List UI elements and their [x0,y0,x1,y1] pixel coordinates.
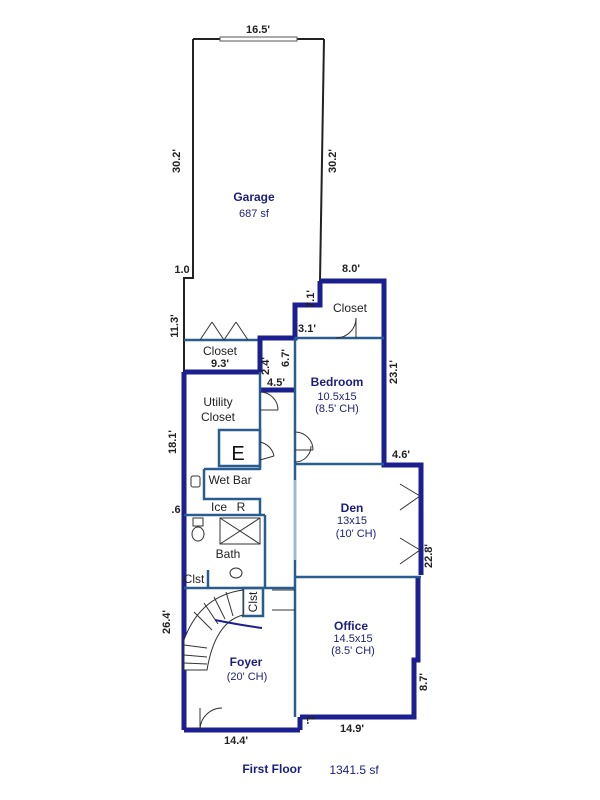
den-label: Den [341,501,364,515]
ice-label: Ice [211,500,227,514]
office-size: 14.5x15 [333,633,372,645]
sink [229,567,243,579]
closet-mid-label: Closet [203,344,238,358]
dim-left-18-1: 18.1' [167,430,179,454]
dim-closet-top-height: 7.1' [305,290,317,308]
utility-label-1: Utility [203,395,232,409]
dim-bottom-1: 1. [304,715,316,724]
closet-mid-dim: 9.3' [211,358,229,370]
wet-bar-label: Wet Bar [208,473,251,487]
den-ceiling: (10' CH) [336,528,377,540]
dim-step-3-1: 3.1' [298,323,316,335]
bedroom-label: Bedroom [311,375,364,389]
dim-den-right: 22.8' [423,544,435,568]
toilet [191,526,205,542]
dim-garage-left: 30.2' [171,149,183,173]
dim-left-26-4: 26.4' [161,610,173,634]
garage-label: Garage [233,190,275,204]
den-size: 13x15 [337,515,367,527]
dim-step-1-0: 1.0 [174,264,189,276]
total-area: 1341.5 sf [329,763,379,777]
dim-small-6: .6 [171,504,180,516]
clst-left-label: Clst [184,572,205,586]
closet-top-label: Closet [333,301,368,315]
garage-right-wall [319,38,325,282]
foyer-ceiling: (20' CH) [227,671,268,683]
garage-left-wall [183,39,194,372]
garage-door [219,36,298,42]
shower [219,517,261,545]
dim-step-4-5: 4.5' [267,377,285,389]
dim-closet-top-width: 8.0' [342,263,360,275]
electrical-panel-room [217,428,262,468]
staircase [183,589,263,671]
bedroom-size: 10.5x15 [317,391,356,403]
floor-title: First Floor [242,762,302,776]
dim-garage-top: 16.5' [246,24,270,36]
dim-step-6-7: 6.7' [280,349,292,367]
bath-label: Bath [216,547,241,561]
electrical-label: E [231,443,244,465]
office-ceiling: (8.5' CH) [331,645,375,657]
closet-mid-bifold-door [199,321,249,341]
front-door [199,707,223,731]
office-label: Office [334,619,368,633]
dim-step-2-4: 2.4' [260,357,272,375]
dim-bottom-right: 14.9' [340,723,364,735]
dim-left-11-3: 11.3' [169,314,181,338]
dim-office-right: 8.7' [418,673,430,691]
utility-label-2: Closet [201,410,236,424]
doors [199,317,421,731]
foyer-label: Foyer [230,655,263,669]
toilet-tank [192,517,204,527]
garage-area: 687 sf [239,208,270,220]
dim-garage-right: 30.2' [327,149,339,173]
wet-bar-sink [190,475,201,488]
clst-stairs-label: Clst [246,591,260,612]
fridge-label: R [237,500,246,514]
bedroom-ceiling: (8.5' CH) [315,403,359,415]
dim-bedroom-right: 23.1' [388,360,400,384]
dim-den-top: 4.6' [392,449,410,461]
den-bifold-doors [399,483,421,565]
bath-fixtures [190,475,261,579]
dim-bottom-left: 14.4' [224,735,248,747]
garage [183,36,325,372]
